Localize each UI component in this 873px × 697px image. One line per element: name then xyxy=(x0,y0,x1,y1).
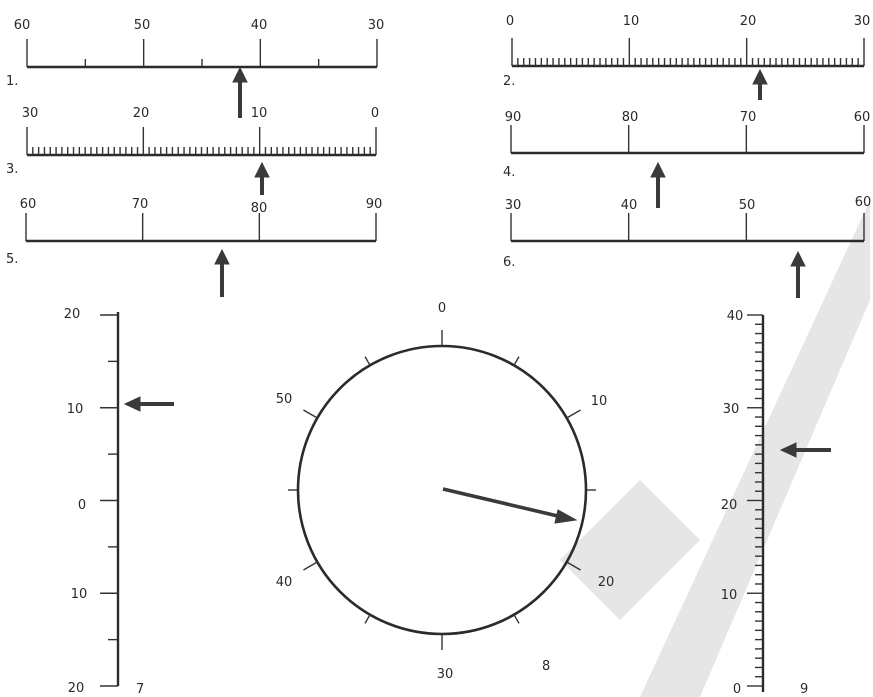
scale-5-number: 5. xyxy=(6,252,18,267)
scale-7-label-2: 0 xyxy=(78,498,86,513)
scale-7-number: 7 xyxy=(136,682,144,697)
scale-8-dial: 0 10 20 30 40 50 8 xyxy=(276,301,615,682)
dial-tick xyxy=(513,614,520,624)
dial-pointer-arrow xyxy=(442,487,578,524)
dial-tick xyxy=(513,356,520,366)
scale-9-label-3: 10 xyxy=(721,588,738,603)
scale-4-number: 4. xyxy=(503,165,515,180)
scale-9-label-4: 0 xyxy=(733,682,741,697)
dial-label-30: 30 xyxy=(437,667,454,682)
scale-4-label-3: 60 xyxy=(854,110,871,125)
scale-6-pointer-arrow xyxy=(790,250,806,298)
scale-2-label-2: 20 xyxy=(740,14,757,29)
scale-7-label-3: 10 xyxy=(71,587,88,602)
scale-7-label-0: 20 xyxy=(64,307,81,322)
scale-1-label-3: 30 xyxy=(368,18,385,33)
scale-6-label-0: 30 xyxy=(505,198,522,213)
scale-5-label-2: 80 xyxy=(251,201,268,216)
scale-7: 20 10 0 10 20 7 xyxy=(64,307,174,697)
scale-3-label-1: 20 xyxy=(133,106,150,121)
dial-tick xyxy=(364,356,371,366)
dial-tick xyxy=(566,409,581,419)
scale-5-label-1: 70 xyxy=(132,197,149,212)
scale-5-pointer-arrow xyxy=(214,248,230,297)
scale-2-label-3: 30 xyxy=(854,14,871,29)
scale-6-label-2: 50 xyxy=(739,198,756,213)
dial-label-50: 50 xyxy=(276,392,293,407)
scale-9-number: 9 xyxy=(800,682,808,697)
scale-9-label-0: 40 xyxy=(727,309,744,324)
scale-3-label-0: 30 xyxy=(22,106,39,121)
scale-6: 30 40 50 60 6. xyxy=(503,195,871,298)
scale-6-number: 6. xyxy=(503,255,515,270)
dial-label-10: 10 xyxy=(591,394,608,409)
scale-1-number: 1. xyxy=(6,74,18,89)
scale-6-label-3: 60 xyxy=(855,195,872,210)
scale-2-label-1: 10 xyxy=(623,14,640,29)
dial-tick xyxy=(566,561,581,571)
dial-tick xyxy=(364,614,371,624)
scale-9-pointer-arrow xyxy=(779,442,831,458)
dial-label-20: 20 xyxy=(598,575,615,590)
scale-9-label-2: 20 xyxy=(721,498,738,513)
scale-2: 0 10 20 30 2. xyxy=(503,14,870,100)
scale-6-label-1: 40 xyxy=(621,198,638,213)
scale-3-label-3: 0 xyxy=(371,106,379,121)
scale-3: 30 20 10 0 3. xyxy=(6,106,379,195)
scale-4-label-0: 90 xyxy=(505,110,522,125)
scale-5: 60 70 80 90 5. xyxy=(6,197,382,297)
scale-2-pointer-arrow xyxy=(752,68,768,100)
scale-9-label-1: 30 xyxy=(723,402,740,417)
scale-3-label-2: 10 xyxy=(251,106,268,121)
watermark xyxy=(560,200,870,697)
scale-7-label-1: 10 xyxy=(67,402,84,417)
dial-tick xyxy=(303,409,318,419)
scale-4-label-1: 80 xyxy=(622,110,639,125)
scale-7-pointer-arrow xyxy=(123,396,174,412)
scale-5-label-3: 90 xyxy=(366,197,383,212)
dial-circle xyxy=(296,344,588,636)
scale-2-number: 2. xyxy=(503,74,515,89)
scale-3-pointer-arrow xyxy=(254,161,270,195)
dial-label-40: 40 xyxy=(276,575,293,590)
scale-7-label-4: 20 xyxy=(68,681,85,696)
scale-1-label-2: 40 xyxy=(251,18,268,33)
dial-number: 8 xyxy=(542,659,550,674)
scale-4-label-2: 70 xyxy=(740,110,757,125)
scale-9: 40 30 20 10 0 9 xyxy=(721,309,831,697)
dial-label-0: 0 xyxy=(438,301,446,316)
scale-1-label-0: 60 xyxy=(14,18,31,33)
dial-tick xyxy=(303,561,318,571)
scale-4: 90 80 70 60 4. xyxy=(503,110,870,208)
scale-5-label-0: 60 xyxy=(20,197,37,212)
scale-1-pointer-arrow xyxy=(232,66,248,118)
scale-4-pointer-arrow xyxy=(650,161,666,208)
scale-3-number: 3. xyxy=(6,162,18,177)
scale-1-label-1: 50 xyxy=(134,18,151,33)
scale-2-label-0: 0 xyxy=(506,14,514,29)
scale-1: 60 50 40 30 1. xyxy=(6,18,384,118)
